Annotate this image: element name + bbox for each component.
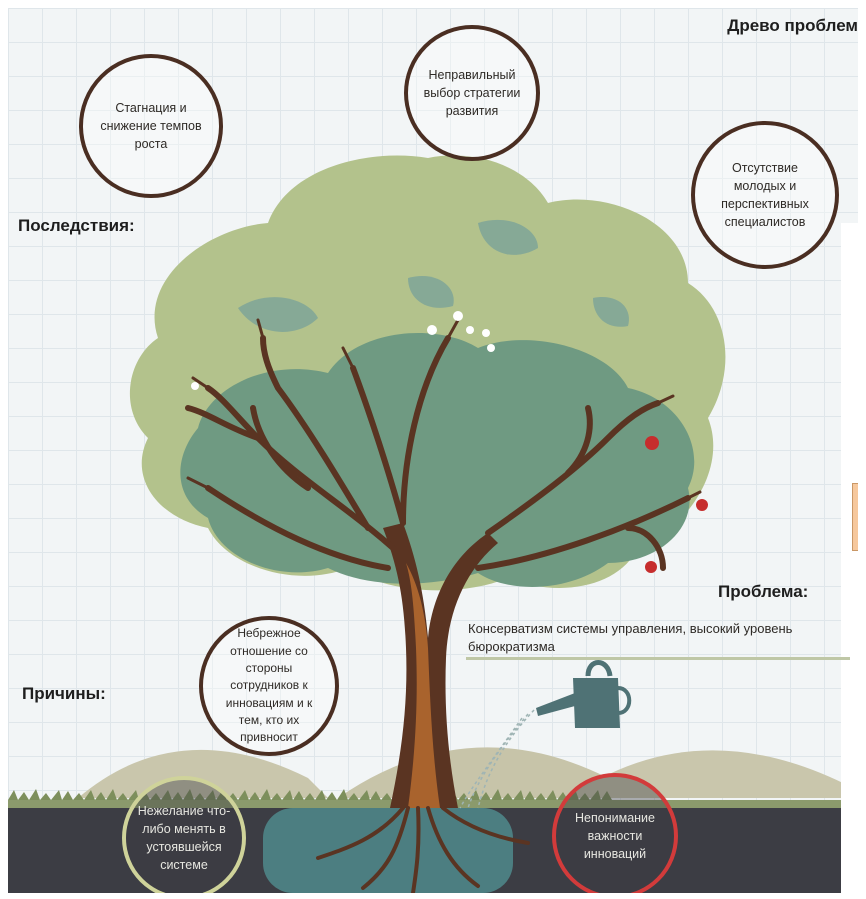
cause-bubble: Небрежное отношение со стороны сотрудник… [199,616,339,756]
causes-heading: Причины: [22,684,106,703]
root-glow [263,808,513,893]
water-stream [459,709,535,809]
watering-can [536,660,632,728]
page-title: Древо проблем [727,16,858,35]
consequences-heading: Последствия: [18,216,135,235]
branches [185,335,691,571]
consequence-text: Отсутствие молодых и перспективных специ… [721,160,809,230]
diagram-canvas: Древо проблем Последствия: Причины: Проб… [8,8,858,893]
foliage-dark [180,333,695,587]
consequence-text: Стагнация и снижение темпов роста [100,100,202,152]
problem-statement: Консерватизм системы управления, высокий… [468,621,793,654]
hill-left [78,749,328,798]
consequence-bubble: Стагнация и снижение темпов роста [79,54,223,198]
offscreen-tab [852,483,858,551]
cropped-edge [841,223,858,893]
apples [645,436,708,573]
consequence-bubble: Неправильный выбор стратегии развития [404,25,540,161]
consequence-bubble: Отсутствие молодых и перспективных специ… [691,121,839,269]
cause-text: Небрежное отношение со стороны сотрудник… [225,626,313,745]
cause-bubble: Нежелание что-либо менять в устоявшейся … [122,776,246,893]
problem-underline [466,657,850,660]
flowers [191,311,495,390]
roots [316,806,530,893]
cause-text: Нежелание что-либо менять в устоявшейся … [137,803,231,873]
trunk-highlight [406,563,440,808]
twigs [186,318,702,500]
problem-heading: Проблема: [718,582,809,601]
trunk [383,523,498,808]
cause-text: Непонимание важности инноваций [575,810,655,862]
cause-bubble: Непонимание важности инноваций [552,773,678,893]
consequence-text: Неправильный выбор стратегии развития [423,67,521,119]
